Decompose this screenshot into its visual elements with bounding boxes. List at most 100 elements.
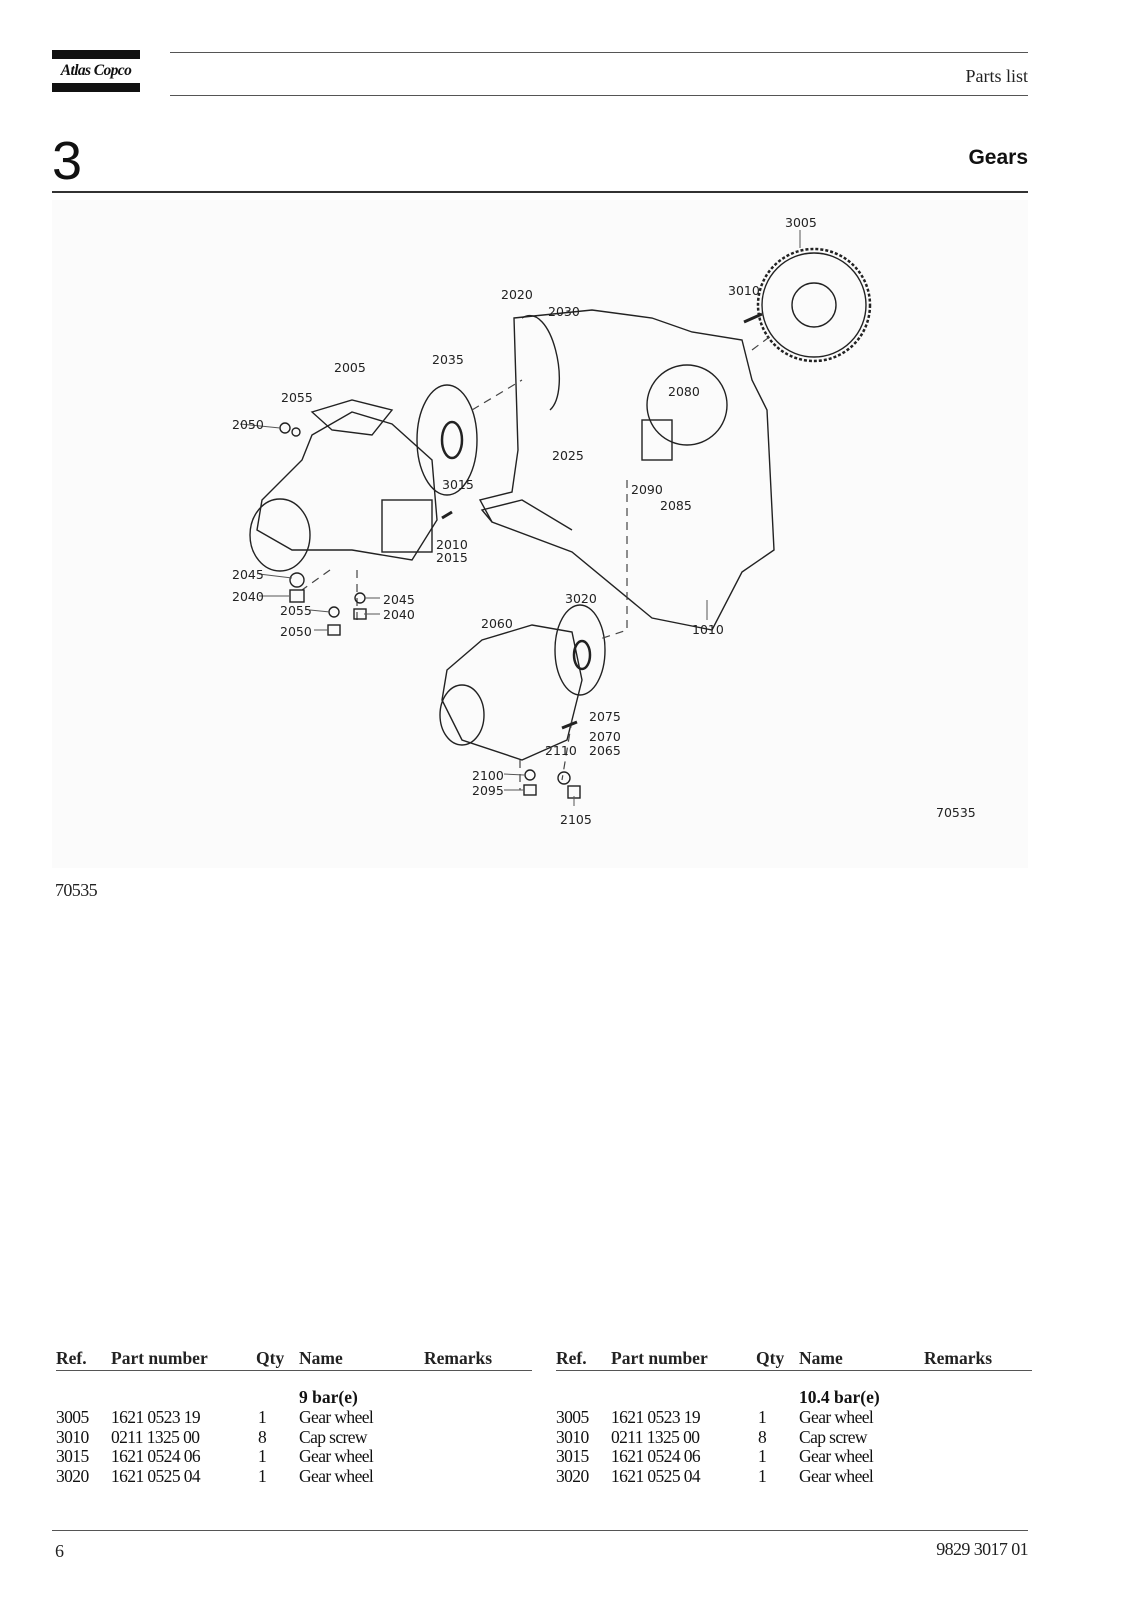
parts-table-9bar: Ref. Part number Qty Name Remarks 9 bar(…: [56, 1348, 532, 1486]
callout-2070: 2070: [589, 729, 621, 744]
col-remarks: Remarks: [924, 1348, 993, 1368]
cell-name: Gear wheel: [799, 1446, 874, 1466]
washer-2055-lower: [328, 606, 340, 618]
cell-part: 1621 0525 04: [111, 1465, 201, 1486]
cap-screw-3010: [743, 312, 763, 324]
washer-2110: [557, 771, 571, 785]
callout-2090: 2090: [631, 482, 663, 497]
cell-qty: 1: [758, 1465, 767, 1486]
cell-name: Cap screw: [299, 1426, 368, 1447]
gear-3005-body: [761, 252, 867, 358]
gear-case-bore-right: [646, 364, 728, 446]
callout-3020: 3020: [565, 591, 597, 606]
cell-ref: 3015: [56, 1446, 89, 1466]
exploded-drawing-svg: 3005 3010 2020 2030 2035 2005 2055 2050 …: [232, 215, 976, 827]
cell-part: 1621 0523 19: [111, 1407, 201, 1427]
figure-callouts: 3005 3010 2020 2030 2035 2005 2055 2050 …: [232, 215, 976, 827]
element-2005: [256, 411, 438, 561]
page-number: 6: [55, 1541, 64, 1561]
callout-2085: 2085: [660, 498, 692, 513]
gear-case-foot: [480, 499, 573, 531]
col-qty: Qty: [756, 1348, 785, 1368]
callout-2100: 2100: [472, 768, 504, 783]
cell-ref: 3005: [556, 1407, 589, 1427]
washer-2045-left: [289, 572, 305, 588]
cell-part: 0211 1325 00: [111, 1426, 200, 1447]
table-row: 3015 1621 0524 06 1 Gear wheel: [56, 1446, 532, 1466]
table-row: 3005 1621 0523 19 1 Gear wheel: [56, 1407, 532, 1427]
cell-ref: 3010: [56, 1426, 89, 1447]
brand-logo-text: Atlas Copco: [60, 62, 132, 79]
gear-3005-hub: [791, 282, 837, 328]
table-header: Ref. Part number Qty Name Remarks: [556, 1348, 1032, 1371]
group-label: 10.4 bar(e): [799, 1387, 880, 1407]
callout-2045-left: 2045: [232, 567, 264, 582]
cell-ref: 3015: [556, 1446, 589, 1466]
header-rule-bottom: [170, 95, 1028, 96]
plug-2050: [279, 422, 291, 434]
gasket-2035: [416, 384, 478, 496]
callout-2015: 2015: [436, 550, 468, 565]
callout-2040-left: 2040: [232, 589, 264, 604]
gear-case-window: [641, 419, 673, 461]
washer-2055: [291, 427, 301, 437]
exploded-drawing: 3005 3010 2020 2030 2035 2005 2055 2050 …: [52, 200, 1028, 868]
figure-caption: 70535: [55, 880, 98, 900]
cell-name: Gear wheel: [299, 1407, 374, 1427]
table-row: 3010 0211 1325 00 8 Cap screw: [56, 1427, 532, 1447]
drawing-number: 70535: [936, 805, 976, 820]
callout-2030: 2030: [548, 304, 580, 319]
cell-qty: 8: [258, 1426, 267, 1447]
cell-qty: 1: [258, 1465, 267, 1486]
cell-name: Cap screw: [799, 1426, 868, 1447]
table-row: 3015 1621 0524 06 1 Gear wheel: [556, 1446, 1032, 1466]
element-2060-front: [439, 684, 485, 746]
parts-table-10-4bar: Ref. Part number Qty Name Remarks 10.4 b…: [556, 1348, 1032, 1486]
callout-2045-right: 2045: [383, 592, 415, 607]
document-number: 9829 3017 01: [936, 1539, 1028, 1559]
callout-3010: 3010: [728, 283, 760, 298]
gear-case-bore-left: [521, 314, 561, 411]
cell-qty: 1: [758, 1446, 767, 1466]
cell-ref: 3020: [56, 1465, 89, 1486]
col-name: Name: [799, 1348, 843, 1368]
callout-2040-right: 2040: [383, 607, 415, 622]
cell-name: Gear wheel: [799, 1465, 874, 1486]
col-ref: Ref.: [56, 1348, 87, 1368]
element-2060: [441, 624, 583, 761]
gear-3020: [572, 639, 592, 671]
bolt-2010: [441, 510, 453, 520]
table-row: 3020 1621 0525 04 1 Gear wheel: [56, 1466, 532, 1486]
cell-part: 1621 0524 06: [111, 1446, 201, 1466]
cell-qty: 1: [258, 1407, 267, 1427]
callout-2050: 2050: [232, 417, 264, 432]
callout-2055: 2055: [281, 390, 313, 405]
cell-part: 1621 0525 04: [611, 1465, 701, 1486]
callout-3005: 3005: [785, 215, 817, 230]
cell-ref: 3020: [556, 1465, 589, 1486]
table-row: 3020 1621 0525 04 1 Gear wheel: [556, 1466, 1032, 1486]
element-2005-port: [381, 499, 433, 553]
callout-2075: 2075: [589, 709, 621, 724]
callout-2020: 2020: [501, 287, 533, 302]
callout-2080: 2080: [668, 384, 700, 399]
table-group-heading: 10.4 bar(e): [556, 1387, 1032, 1407]
table-header: Ref. Part number Qty Name Remarks: [56, 1348, 532, 1371]
group-label: 9 bar(e): [299, 1387, 358, 1407]
washer-2100: [524, 769, 536, 781]
section-number: 3: [52, 131, 83, 191]
doc-type-label: Parts list: [965, 66, 1028, 86]
cell-qty: 8: [758, 1426, 767, 1447]
col-part: Part number: [611, 1348, 708, 1368]
section-title: Gears: [968, 146, 1028, 169]
callout-2105: 2105: [560, 812, 592, 827]
callout-2025: 2025: [552, 448, 584, 463]
col-ref: Ref.: [556, 1348, 587, 1368]
plug-2050-lower: [327, 624, 341, 636]
table-group-heading: 9 bar(e): [56, 1387, 532, 1407]
callout-2050-lower: 2050: [280, 624, 312, 639]
cell-part: 0211 1325 00: [611, 1426, 700, 1447]
plug-2095: [523, 784, 537, 796]
col-remarks: Remarks: [424, 1348, 493, 1368]
cell-part: 1621 0523 19: [611, 1407, 701, 1427]
